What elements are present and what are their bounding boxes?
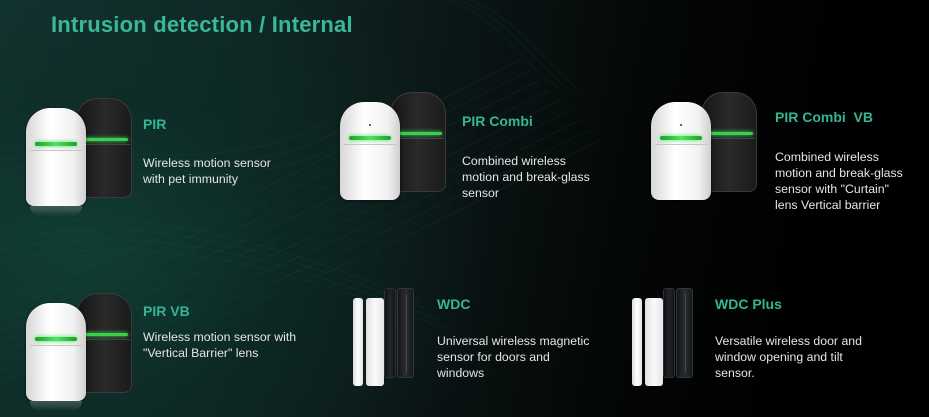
- pir-combi-vb-sensor-icon: [651, 92, 761, 212]
- page-title: Intrusion detection / Internal: [51, 12, 353, 37]
- product-name: WDC: [437, 296, 471, 312]
- product-description: Wireless motion sensor with "Vertical Ba…: [143, 330, 297, 360]
- product-description: Combined wireless motion and break-glass…: [462, 154, 590, 200]
- product-description: Versatile wireless door and window openi…: [715, 334, 862, 380]
- product-description: Combined wireless motion and break-glass…: [775, 150, 903, 212]
- product-description: Wireless motion sensor with pet immunity: [143, 156, 271, 186]
- product-name: WDC Plus: [715, 296, 782, 312]
- product-name: PIR Combi: [462, 113, 533, 129]
- door-contact-sensor-icon: [353, 288, 423, 388]
- product-description: Universal wireless magnetic sensor for d…: [437, 334, 590, 380]
- product-name: PIR: [143, 116, 167, 132]
- product-name: PIR VB: [143, 303, 190, 319]
- pir-sensor-icon: [26, 98, 136, 218]
- pir-vb-sensor-icon: [26, 293, 136, 413]
- door-contact-plus-sensor-icon: [632, 288, 702, 388]
- pir-combi-sensor-icon: [340, 92, 450, 212]
- product-name: PIR Combi VB: [775, 109, 874, 125]
